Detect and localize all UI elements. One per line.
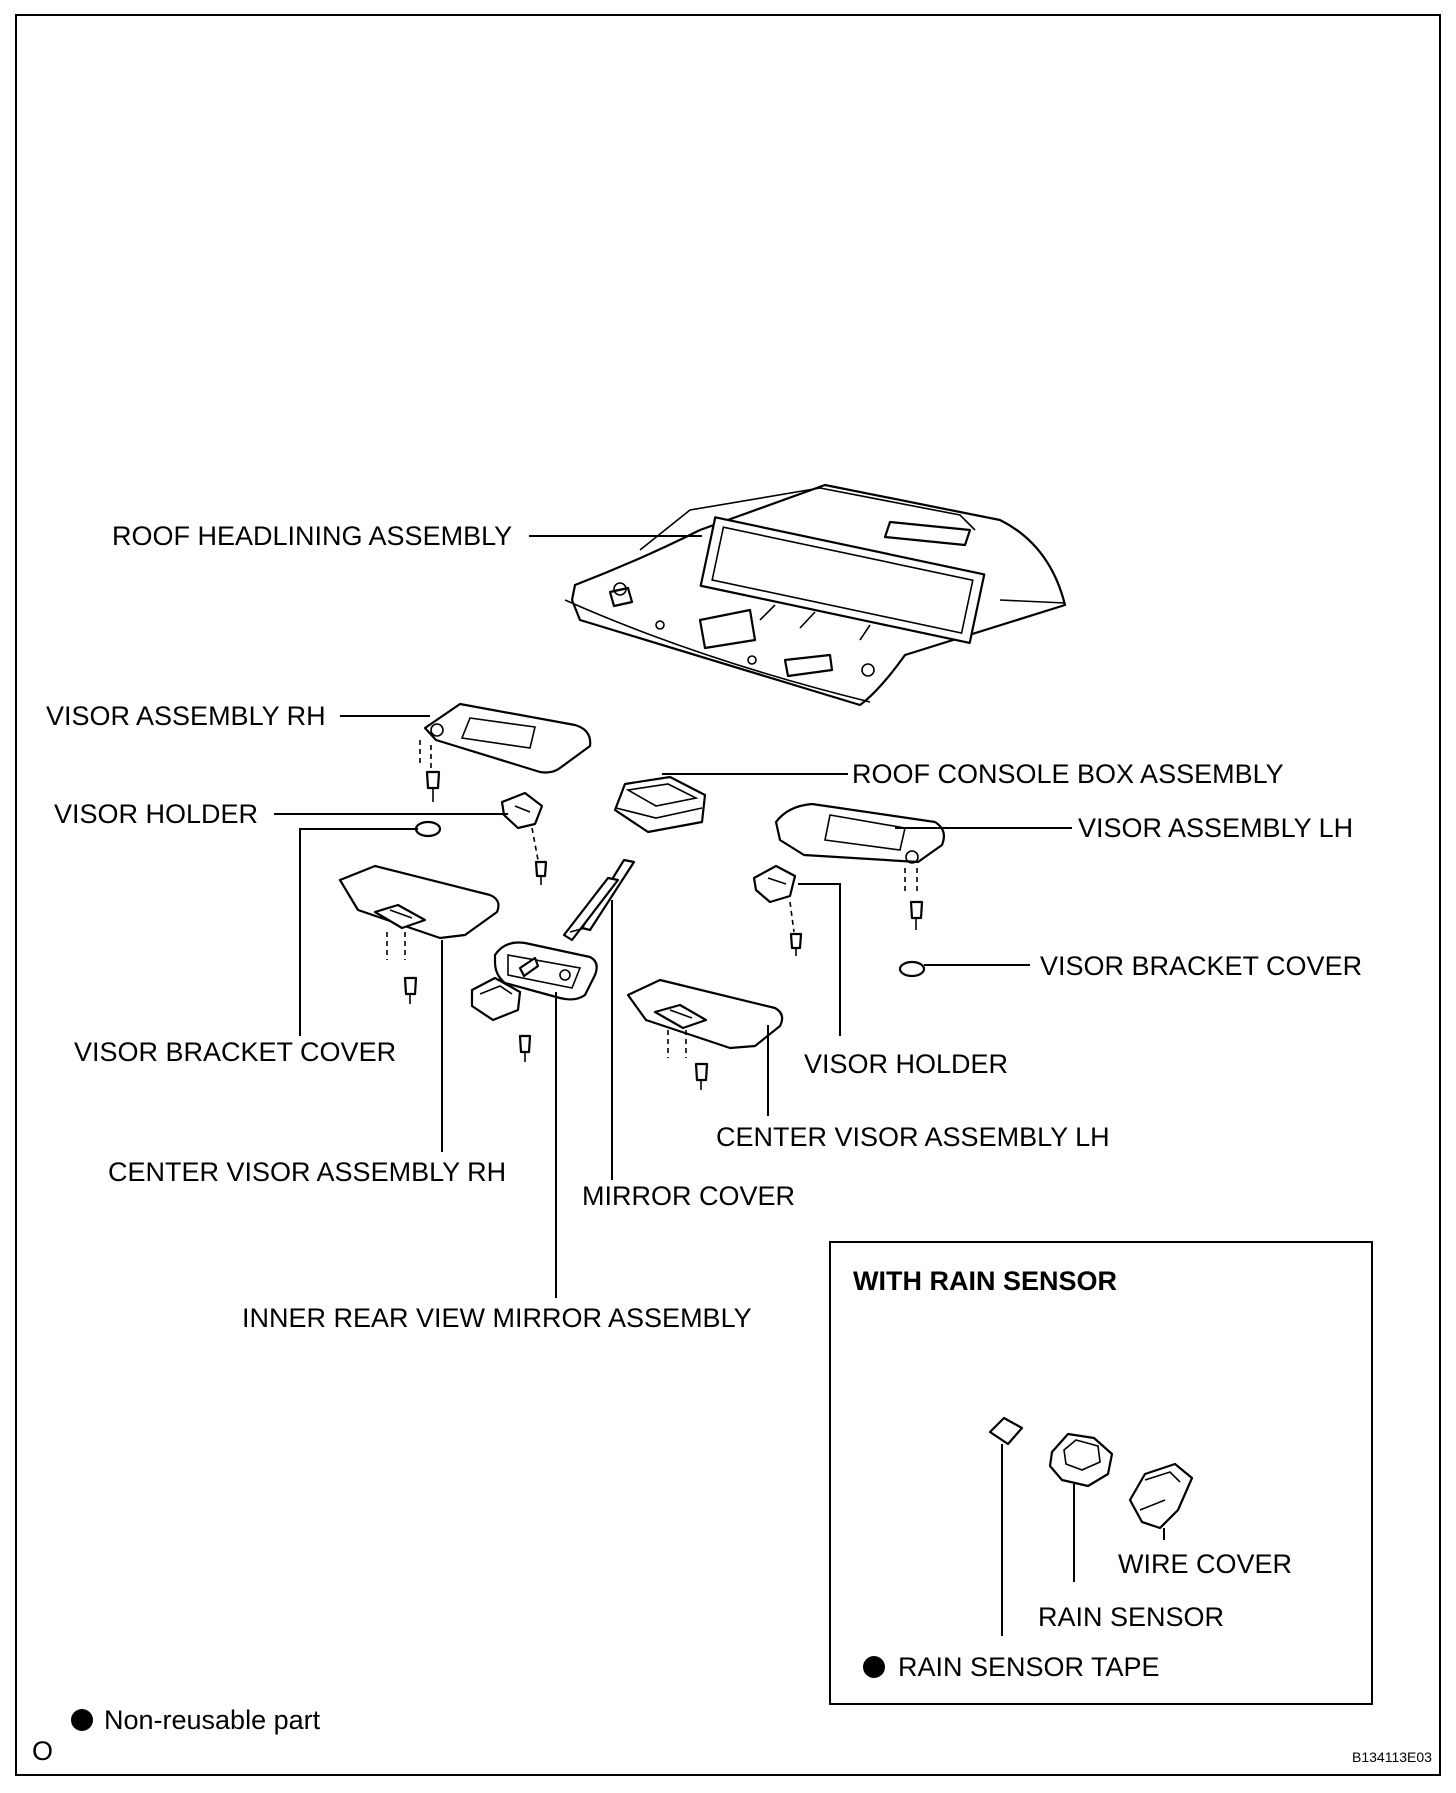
label-roof-console: ROOF CONSOLE BOX ASSEMBLY <box>852 759 1284 789</box>
label-visor-lh: VISOR ASSEMBLY LH <box>1078 813 1353 843</box>
mirror-cover-drawing <box>562 858 636 942</box>
label-center-visor-rh: CENTER VISOR ASSEMBLY RH <box>108 1157 506 1187</box>
label-wire-cover: WIRE COVER <box>1118 1549 1292 1579</box>
roof-headlining-drawing <box>564 483 1067 707</box>
label-roof-headlining: ROOF HEADLINING ASSEMBLY <box>112 521 512 551</box>
page-frame <box>15 14 1441 1776</box>
label-rain-sensor: RAIN SENSOR <box>1038 1602 1224 1632</box>
screw-visor-rh <box>425 770 441 802</box>
label-mirror-cover: MIRROR COVER <box>582 1181 795 1211</box>
figure-code: B134113E03 <box>1352 1749 1432 1765</box>
label-visor-bracket-cover-rh: VISOR BRACKET COVER <box>74 1037 396 1067</box>
center-visor-rh-drawing <box>338 864 500 1004</box>
inner-mirror-drawing <box>470 941 598 1062</box>
legend-non-reusable-icon <box>71 1709 93 1731</box>
wire-cover-drawing <box>1128 1462 1194 1530</box>
visor-holder-rh-drawing <box>500 791 548 885</box>
non-reusable-mark-icon <box>863 1656 885 1678</box>
label-center-visor-lh: CENTER VISOR ASSEMBLY LH <box>716 1122 1110 1152</box>
label-inner-mirror: INNER REAR VIEW MIRROR ASSEMBLY <box>242 1303 752 1333</box>
legend-non-reusable-label: Non-reusable part <box>104 1705 321 1735</box>
visor-holder-lh-drawing <box>752 864 803 956</box>
visor-rh-drawing <box>419 702 592 774</box>
roof-console-drawing <box>613 775 707 834</box>
visor-bracket-cover-lh-drawing <box>898 960 926 978</box>
leader-visor-holder-lh <box>798 883 841 1036</box>
center-visor-lh-drawing <box>626 978 784 1090</box>
label-visor-rh: VISOR ASSEMBLY RH <box>46 701 326 731</box>
visor-bracket-cover-rh-drawing <box>414 820 442 838</box>
rain-sensor-tape-drawing <box>988 1416 1024 1446</box>
label-visor-holder-lh: VISOR HOLDER <box>804 1049 1008 1079</box>
leader-visor-bracket-cover-rh <box>299 828 418 1036</box>
visor-lh-drawing <box>774 802 945 930</box>
label-rain-sensor-tape: RAIN SENSOR TAPE <box>898 1652 1160 1682</box>
corner-mark: O <box>32 1736 53 1766</box>
inset-title: WITH RAIN SENSOR <box>853 1266 1117 1296</box>
label-visor-holder-rh: VISOR HOLDER <box>54 799 258 829</box>
label-visor-bracket-cover-lh: VISOR BRACKET COVER <box>1040 951 1362 981</box>
rain-sensor-drawing <box>1048 1432 1114 1488</box>
